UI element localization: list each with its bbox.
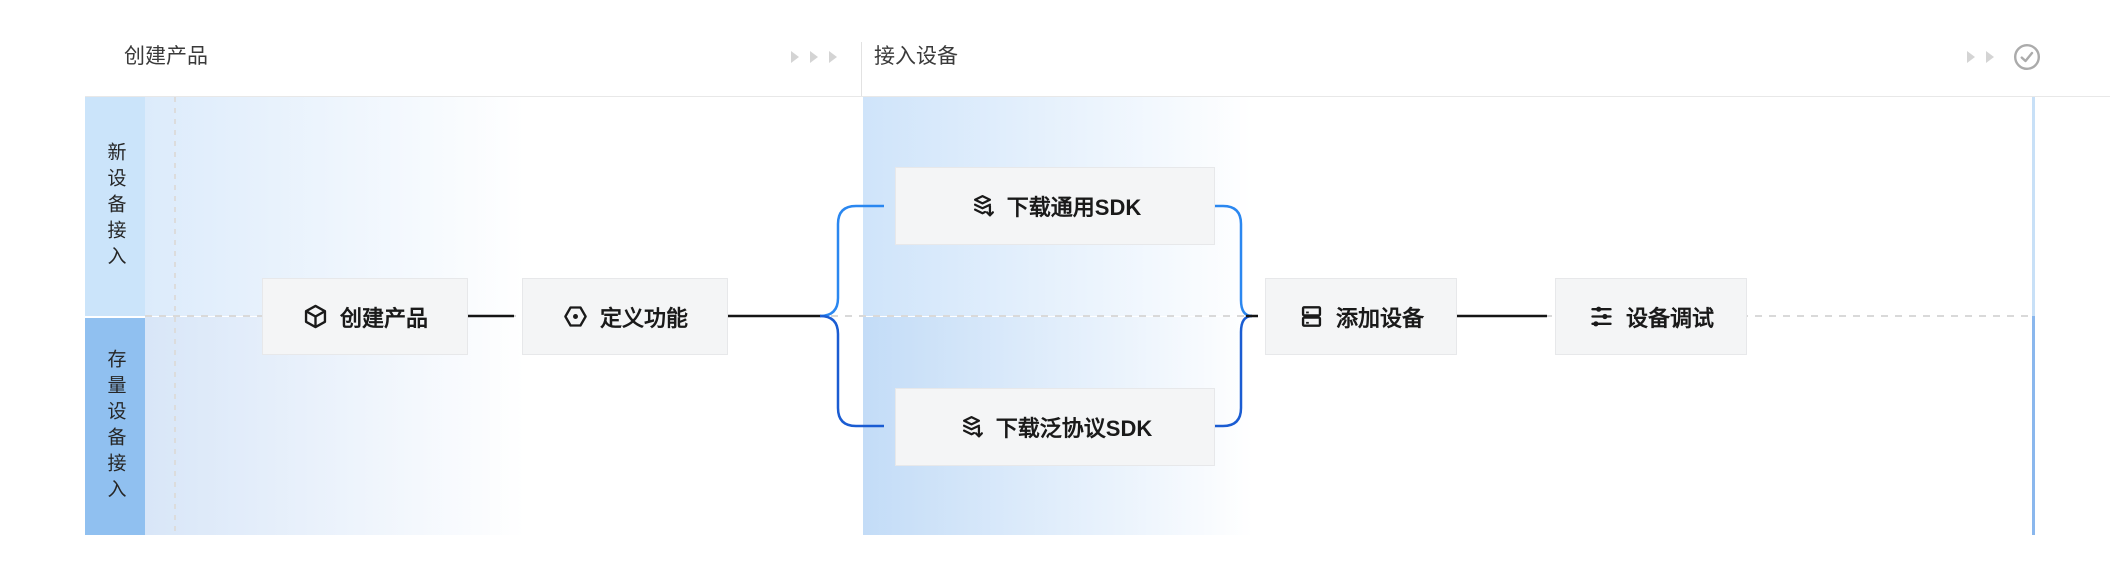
stage-progress-chevrons [1966,50,1995,64]
merge-from-general-sdk [1215,204,1253,318]
branch-to-protocol-sdk [819,314,884,428]
devices-icon [1301,306,1322,327]
node-define-features[interactable]: 定义功能 [522,278,728,355]
stage-progress-chevrons [790,50,838,64]
flow-axis-dashed-line [145,315,2034,317]
forward-chevron-icon [791,51,799,63]
forward-chevron-icon [1967,51,1975,63]
stage-title-create-product: 创建产品 [124,45,208,68]
node-label: 下载通用SDK [1006,195,1142,220]
header-bottom-border [85,96,2110,97]
node-label: 创建产品 [339,305,428,331]
layers-download-icon [962,415,983,438]
hexagon-dot-icon [564,306,587,327]
node-create-product[interactable]: 创建产品 [262,278,468,355]
node-label: 添加设备 [1335,305,1424,331]
lane-existing-device: 存量设备接入 [85,318,145,535]
stage-title-connect-device: 接入设备 [874,45,958,68]
node-label: 设备调试 [1625,305,1714,331]
cube-icon [304,304,327,329]
branch-to-general-sdk [819,204,884,318]
forward-chevron-icon [829,51,837,63]
check-circle-icon [2013,43,2041,71]
lane-new-device: 新设备接入 [85,97,145,316]
merge-from-protocol-sdk [1215,314,1253,428]
node-label: 下载泛协议SDK [995,416,1153,441]
forward-chevron-icon [810,51,818,63]
sliders-icon [1591,306,1612,327]
layers-download-icon [973,194,994,217]
stage-divider [861,42,862,96]
lane-dashed-divider [174,97,176,535]
lane-label: 新设备接入 [104,141,126,272]
node-device-debug[interactable]: 设备调试 [1555,278,1747,355]
right-edge-line-top [2032,97,2035,316]
node-label: 定义功能 [599,305,688,331]
forward-chevron-icon [1986,51,1994,63]
node-download-general-sdk[interactable]: 下载通用SDK [895,167,1215,245]
lane-label: 存量设备接入 [104,348,126,505]
node-download-protocol-sdk[interactable]: 下载泛协议SDK [895,388,1215,466]
right-edge-line-bottom [2032,316,2035,535]
node-add-device[interactable]: 添加设备 [1265,278,1457,355]
